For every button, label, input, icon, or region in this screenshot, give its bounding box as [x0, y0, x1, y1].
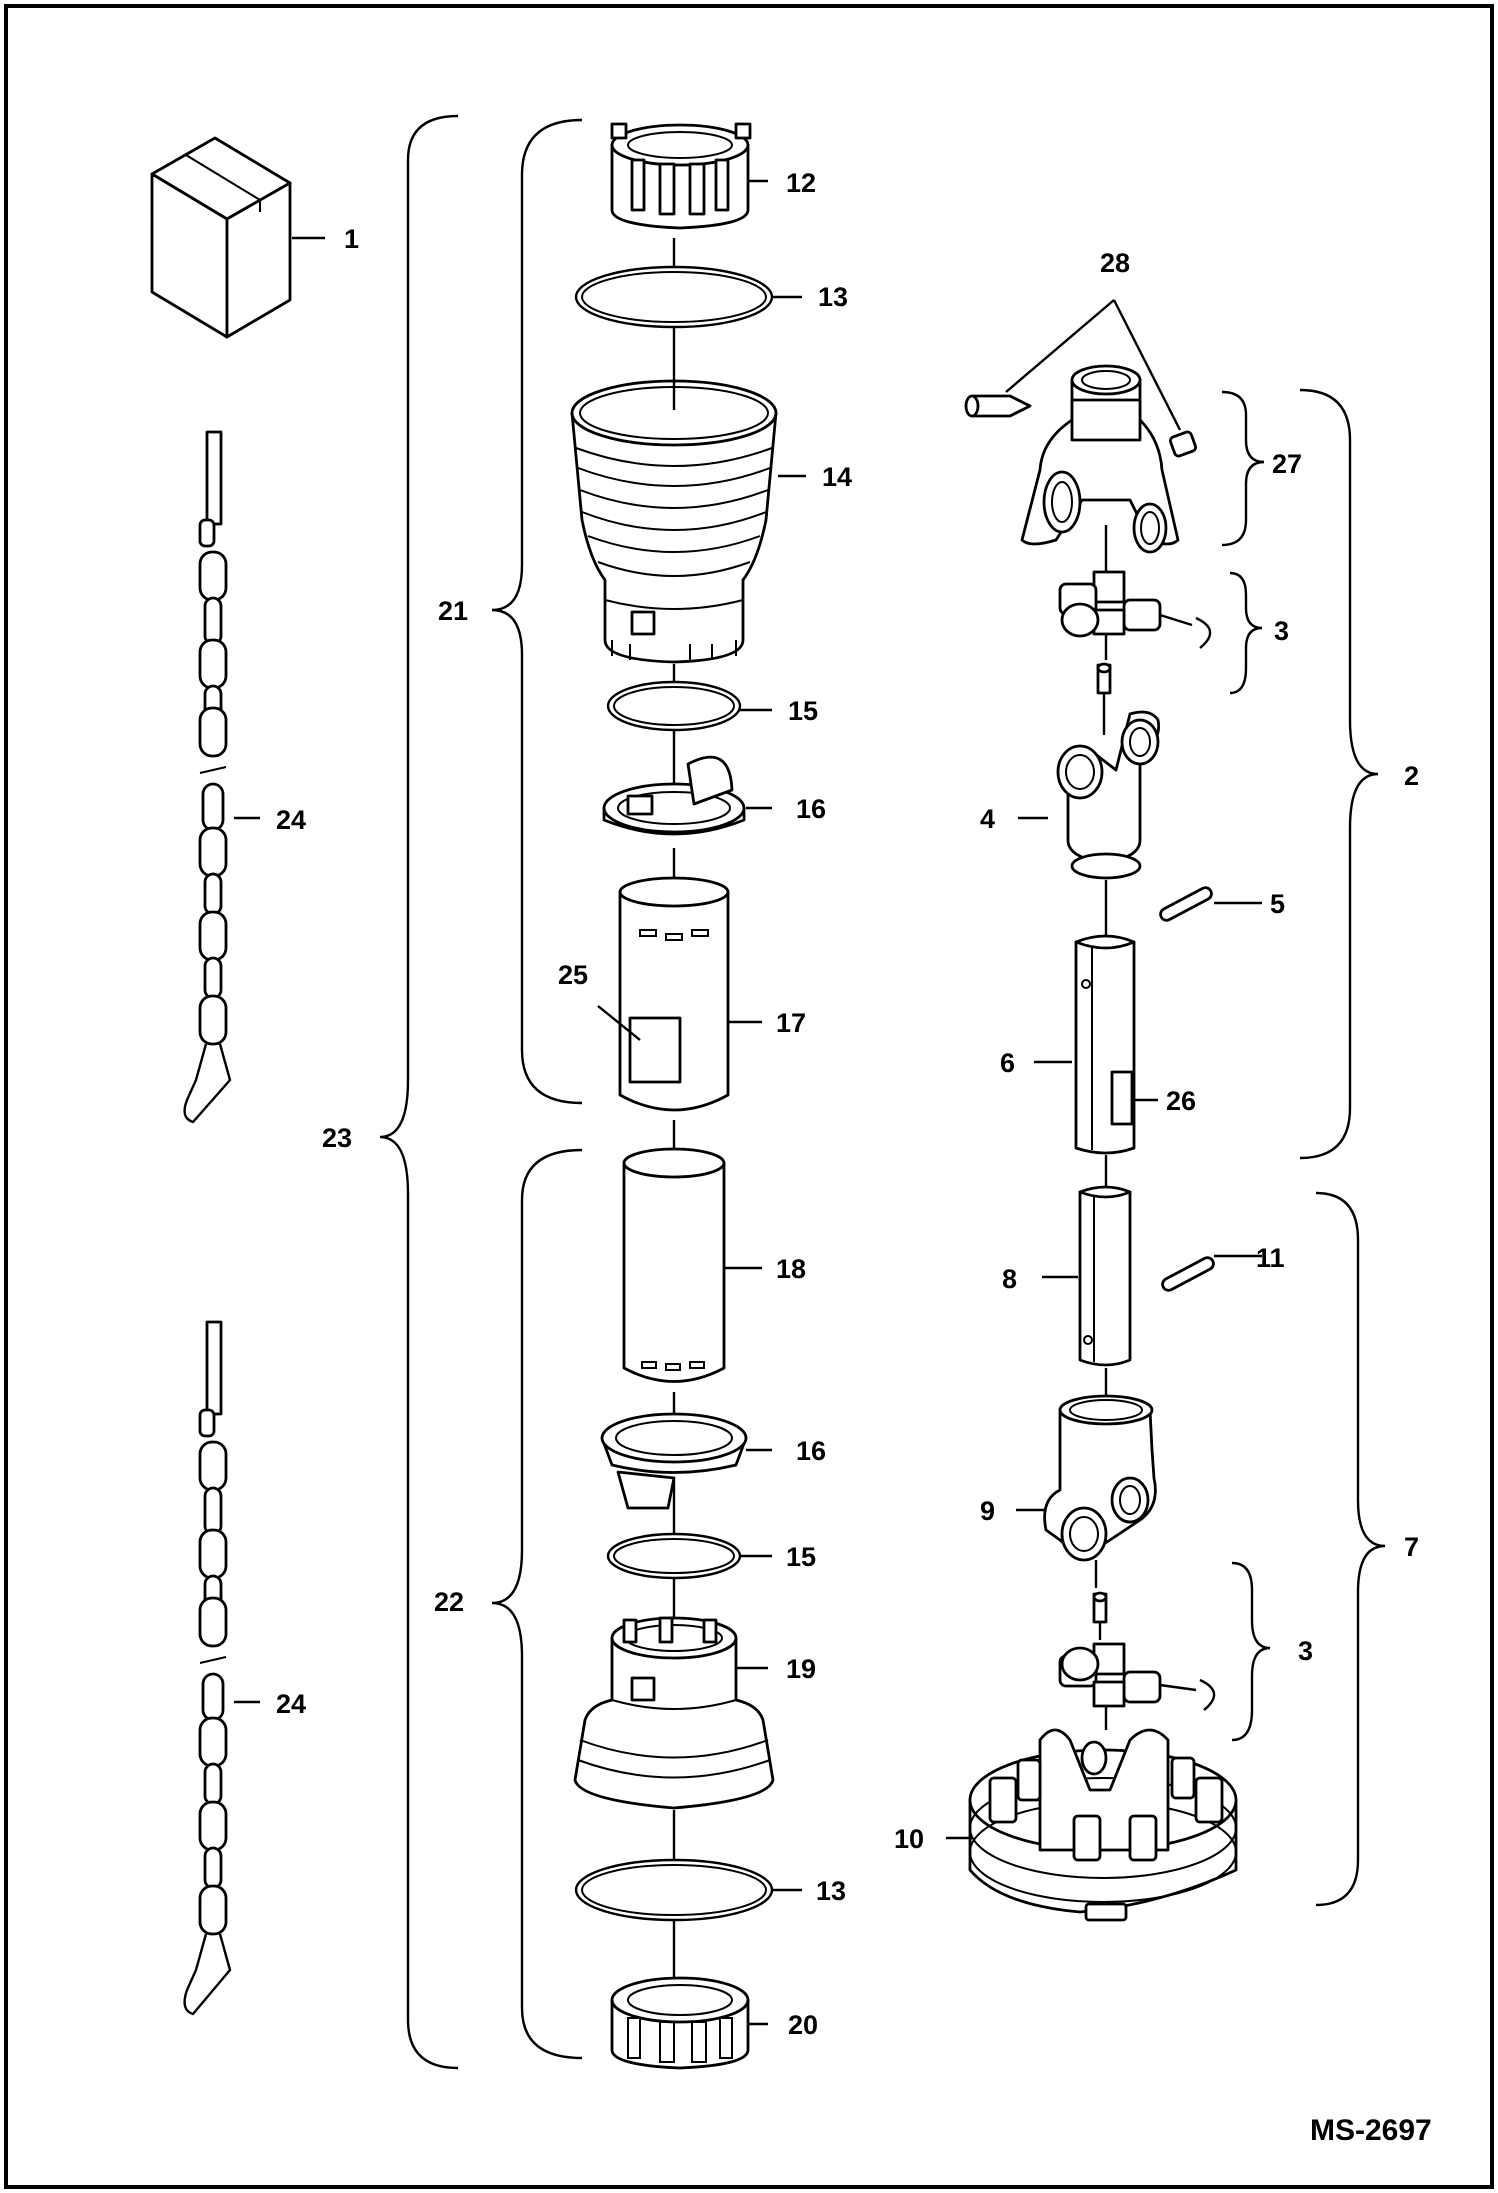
callout-22: 22	[434, 1587, 464, 1617]
callout-17: 17	[776, 1008, 806, 1038]
callout-9: 9	[980, 1496, 995, 1526]
drawing-code: MS-2697	[1310, 2114, 1432, 2147]
callout-23: 23	[322, 1123, 352, 1153]
grease-fitting-lower	[1092, 1591, 1108, 1624]
part-9-outer-yoke	[1043, 1394, 1157, 1562]
part-8-profile-tube-inner	[1078, 1185, 1132, 1367]
part-13-ring-lower	[574, 1858, 774, 1922]
callout-13-upper: 13	[818, 282, 848, 312]
callout-25: 25	[558, 960, 588, 990]
callout-12: 12	[786, 168, 816, 198]
bracket-21	[491, 118, 583, 1105]
part-24-chain-upper	[183, 430, 232, 1124]
grease-fitting-upper	[1096, 662, 1112, 695]
callout-21: 21	[438, 596, 468, 626]
part-28-set-screw	[1168, 430, 1198, 458]
part-25-decal	[628, 1016, 682, 1084]
part-13-ring-upper	[574, 265, 774, 329]
part-4-inner-yoke	[1056, 710, 1160, 880]
part-15-ring-upper	[606, 680, 742, 732]
callout-24-lower: 24	[276, 1689, 306, 1719]
bracket-2	[1299, 388, 1379, 1160]
part-15-ring-lower	[606, 1532, 742, 1580]
diagram-frame	[4, 4, 1494, 2189]
callout-6: 6	[1000, 1048, 1015, 1078]
callout-7: 7	[1404, 1532, 1419, 1562]
callout-10: 10	[894, 1824, 924, 1854]
callout-19: 19	[786, 1654, 816, 1684]
callout-16-lower: 16	[796, 1436, 826, 1466]
bracket-3-lower	[1231, 1561, 1271, 1742]
callout-26: 26	[1166, 1086, 1196, 1116]
part-19-guard-cone-lower	[573, 1616, 775, 1810]
part-20-retaining-cap	[610, 1976, 750, 2070]
part-3-cross-kit-lower	[1058, 1642, 1216, 1711]
callout-leaders	[234, 179, 1158, 2026]
callout-15-upper: 15	[788, 696, 818, 726]
part-27-yoke	[1020, 364, 1180, 554]
part-18-guard-tube-inner	[622, 1147, 726, 1383]
callout-16-upper: 16	[796, 794, 826, 824]
bracket-22	[491, 1148, 583, 2060]
part-28-bolt	[964, 394, 1032, 418]
callout-4: 4	[980, 804, 995, 834]
callout-11: 11	[1256, 1243, 1285, 1273]
callout-20: 20	[788, 2010, 818, 2040]
part-10-friction-clutch	[968, 1728, 1238, 1922]
bracket-3-upper	[1229, 571, 1263, 695]
callout-27: 27	[1272, 449, 1302, 479]
callout-8: 8	[1002, 1264, 1017, 1294]
part-16-bearing-ring-lower	[600, 1412, 748, 1510]
part-3-cross-kit-upper	[1058, 570, 1212, 649]
part-1-box	[150, 136, 292, 339]
bracket-23	[379, 114, 459, 2070]
callout-3-lower: 3	[1298, 1636, 1313, 1666]
callout-13-lower: 13	[816, 1876, 846, 1906]
bracket-27	[1221, 390, 1265, 547]
part-24-chain-lower	[183, 1320, 232, 2016]
callout-18: 18	[776, 1254, 806, 1284]
callout-3-upper: 3	[1274, 616, 1289, 646]
callout-5: 5	[1270, 889, 1285, 919]
part-14-guard-cone	[570, 379, 778, 664]
part-5-roll-pin	[1159, 886, 1213, 922]
callout-2: 2	[1404, 761, 1419, 791]
part-12-retaining-cap	[610, 122, 752, 230]
callout-15-lower: 15	[786, 1542, 816, 1572]
callout-14: 14	[822, 462, 852, 492]
part-11-roll-pin	[1161, 1256, 1215, 1292]
callout-24-upper: 24	[276, 805, 306, 835]
callout-1: 1	[344, 224, 359, 254]
part-26-decal	[1110, 1070, 1134, 1126]
callout-28: 28	[1100, 248, 1130, 278]
bracket-7	[1315, 1191, 1386, 1907]
